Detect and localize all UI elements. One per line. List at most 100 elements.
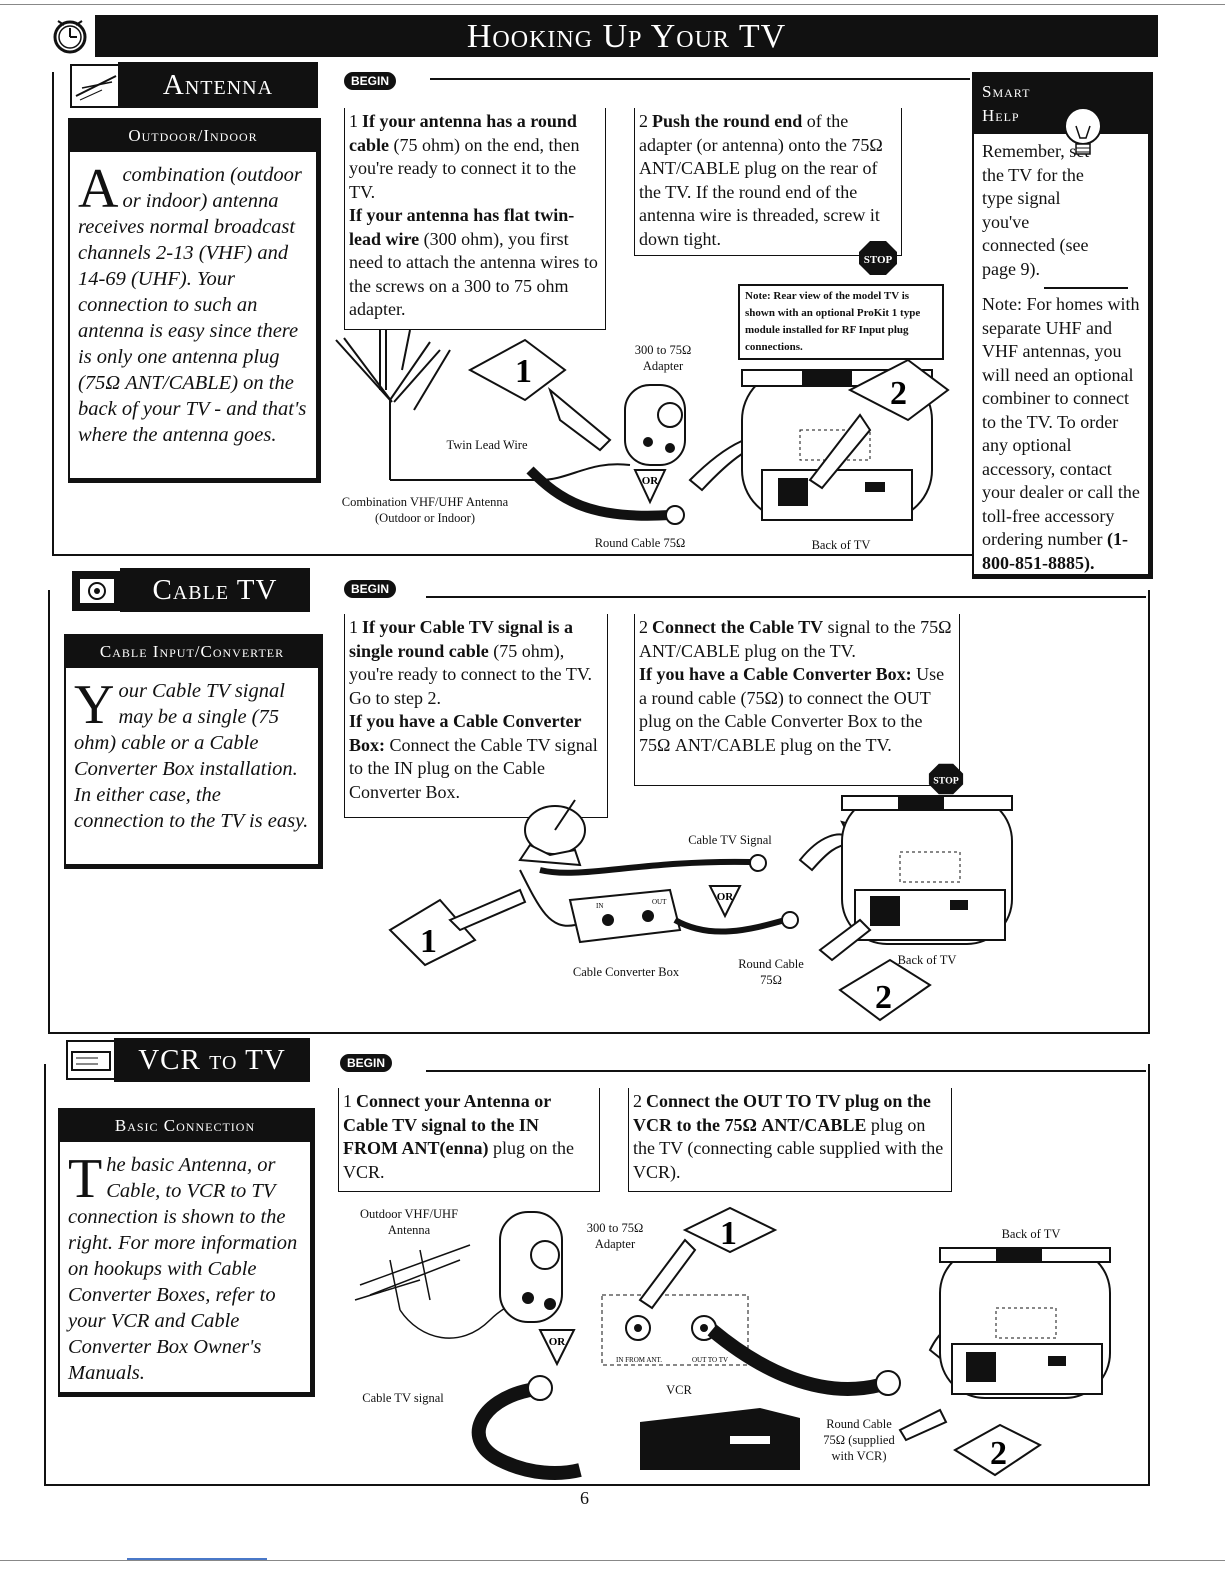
step-number-2: 2 <box>639 617 648 637</box>
begin-badge: BEGIN <box>340 1054 393 1072</box>
antenna-section-icon <box>70 64 122 108</box>
hand-icon <box>547 386 612 452</box>
antenna-info-body: combination (outdoor or indoor) antenna … <box>78 164 307 446</box>
hand-icon <box>448 888 527 932</box>
vcr-info-body: he basic Antenna, or Cable, to VCR to TV… <box>68 1154 298 1384</box>
cable-section-title: Cable TV <box>120 568 310 612</box>
page-title: Hooking Up Your TV <box>95 15 1158 57</box>
smart-help-note: Note: For homes with separate UHF and VH… <box>974 289 1148 575</box>
hand-icon <box>808 413 872 490</box>
converter-in-label: IN <box>596 902 603 910</box>
dropcap: T <box>68 1148 103 1210</box>
tv-back-illustration <box>841 795 1013 945</box>
converter-out-label: OUT <box>652 898 667 906</box>
begin-badge: BEGIN <box>344 580 397 598</box>
hand-icon <box>638 1238 697 1310</box>
in-from-ant-label: IN FROM ANT. <box>616 1356 662 1364</box>
step-lead: If you have a Cable Converter Box: <box>639 664 912 684</box>
antenna-info-title: Outdoor/Indoor <box>70 120 316 152</box>
vcr-antenna-caption: Outdoor VHF/UHF Antenna <box>359 1207 459 1237</box>
step-lead: If your antenna has a round cable <box>349 111 577 155</box>
cable-signal-caption: Cable TV signal <box>362 1391 444 1405</box>
page-link-underline[interactable] <box>127 1558 267 1560</box>
cable-signal-caption: Cable TV Signal <box>688 833 772 847</box>
begin-badge: BEGIN <box>344 72 397 90</box>
step-text: (300 ohm), you first need to attach the … <box>349 228 598 320</box>
step2-marker <box>838 958 932 1022</box>
round-cable-caption: Round Cable 75Ω <box>738 957 804 987</box>
svg-text:1: 1 <box>420 923 437 960</box>
smart-help-phone: (1-800-851-8885). <box>982 529 1128 573</box>
antenna-illustration <box>335 330 540 481</box>
step1-marker <box>682 1206 778 1254</box>
smart-help-title-line2: Help <box>982 106 1020 125</box>
step-lead: If your Cable TV signal is a single roun… <box>349 617 574 661</box>
step-text: plug on the VCR. <box>343 1138 574 1182</box>
adapter-caption: 300 to 75Ω Adapter <box>634 343 692 373</box>
antenna-caption: Combination VHF/UHF Antenna (Outdoor or … <box>341 495 509 525</box>
step-number-1: 1 <box>349 617 358 637</box>
cable-section-frame <box>48 590 1150 1034</box>
dropcap: Y <box>74 674 115 736</box>
step-lead: Connect the OUT TO TV plug on the VCR to… <box>633 1091 931 1135</box>
vcr-info-title: Basic Connection <box>60 1110 310 1142</box>
vcr-diagram: OR IN FROM ANT. OUT TO TV 1 2 <box>354 1206 1111 1480</box>
adapter-illustration <box>499 1211 563 1323</box>
converter-box-illustration: IN OUT <box>568 888 682 944</box>
stop-icon: STOP <box>928 763 964 795</box>
rear-view-note: Note: Rear view of the model TV is shown… <box>738 284 944 360</box>
out-to-tv-label: OUT TO TV <box>692 1356 728 1364</box>
round-cable-illustration <box>526 466 671 521</box>
step-lead: Push the round end <box>652 111 803 131</box>
step1-marker <box>388 898 477 967</box>
svg-text:1: 1 <box>720 1215 737 1252</box>
stop-icon: STOP <box>859 241 897 275</box>
step-text: Use a round cable (75Ω) to connect the O… <box>639 664 945 755</box>
vcr-illustration <box>640 1408 800 1470</box>
bottom-rule <box>0 1560 1225 1561</box>
step-lead: Connect your Antenna or Cable TV signal … <box>343 1091 551 1158</box>
step1-marker <box>467 338 567 402</box>
tv-back-illustration <box>939 1247 1111 1399</box>
step-text: of the adapter (or antenna) onto the 75Ω… <box>639 111 883 249</box>
cable-section-icon <box>72 571 122 611</box>
step-number-1: 1 <box>349 111 358 131</box>
antenna-top-rule <box>430 78 970 80</box>
smart-help-title-line1: Smart <box>982 82 1031 101</box>
or-label: OR <box>717 891 735 903</box>
or-label: OR <box>642 475 660 487</box>
back-tv-caption: Back of TV <box>811 538 871 552</box>
vcr-section-title: VCR to TV <box>114 1038 310 1082</box>
antenna-diagram: 1 OR 2 <box>335 330 950 525</box>
cable-info-body: our Cable TV signal may be a single (75 … <box>74 680 309 832</box>
svg-text:2: 2 <box>875 979 892 1016</box>
top-rule <box>0 4 1225 5</box>
antenna-section-title: Antenna <box>118 62 318 108</box>
stop-label: STOP <box>933 776 959 787</box>
vcr-adapter-caption: 300 to 75Ω Adapter <box>586 1221 644 1251</box>
antenna-illustration <box>354 1244 521 1339</box>
dropcap: A <box>78 158 119 220</box>
smart-help-note-text: Note: For homes with separate UHF and VH… <box>982 294 1140 549</box>
svg-text:2: 2 <box>890 375 907 412</box>
adapter-illustration <box>624 384 686 466</box>
vcr-back-panel: IN FROM ANT. OUT TO TV <box>601 1294 749 1366</box>
satellite-dish-illustration <box>518 799 586 867</box>
step-number-2: 2 <box>633 1091 642 1111</box>
svg-text:1: 1 <box>515 353 532 390</box>
page-number: 6 <box>580 1488 589 1508</box>
step-number-2: 2 <box>639 111 648 131</box>
twin-lead-caption: Twin Lead Wire <box>446 438 528 452</box>
cable-diagram: OR IN OUT 1 2 <box>388 795 1013 1022</box>
or-marker <box>538 1329 576 1367</box>
